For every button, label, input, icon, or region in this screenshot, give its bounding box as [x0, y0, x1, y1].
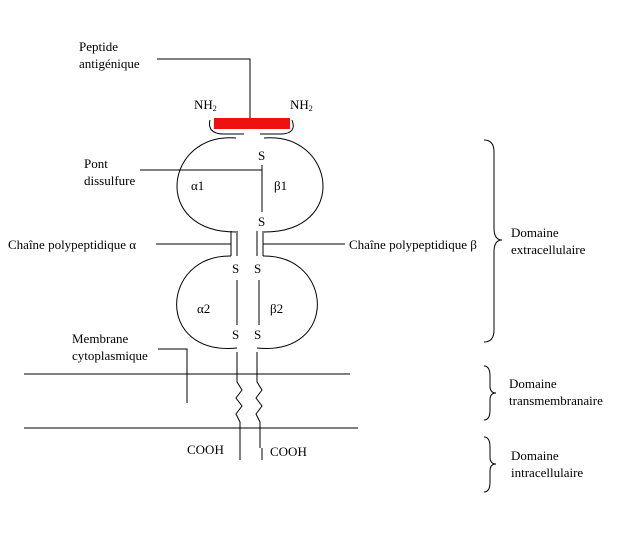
intracellular-label-line2: intracellulaire [511, 465, 583, 480]
cooh-alpha-label: COOH [187, 442, 224, 457]
pont-label-line1: Pont [84, 156, 108, 171]
disulfide-s-upper-bottom: S [258, 214, 265, 229]
beta1-label: β1 [274, 178, 287, 193]
membrane-label-line1: Membrane [72, 331, 129, 346]
alpha1-label: α1 [191, 178, 204, 193]
nh2-left-bracket [209, 119, 244, 135]
alpha1-domain-outline [176, 137, 237, 233]
intracellular-brace [483, 436, 497, 493]
transmembrane-brace [483, 365, 497, 421]
antigenic-peptide-bar [214, 118, 290, 129]
disulfide-s-beta-bottom: S [254, 327, 261, 342]
extracellular-brace [483, 139, 503, 343]
membrane-leader-line [158, 348, 188, 403]
beta1-domain-outline [263, 137, 324, 233]
disulfide-s-alpha-top: S [232, 261, 239, 276]
membrane-label-line2: cytoplasmique [72, 348, 148, 363]
disulfide-s-beta-top: S [254, 261, 261, 276]
chain-alpha-label: Chaîne polypeptidique α [8, 237, 136, 252]
nh2-right-label: NH2 [290, 97, 313, 113]
cooh-beta-label: COOH [270, 444, 307, 459]
nh2-left-label: NH2 [194, 97, 217, 113]
beta-chain-transmembrane [255, 352, 263, 448]
beta2-label: β2 [270, 301, 283, 316]
peptide-label-line1: Peptide [79, 39, 118, 54]
peptide-label-line2: antigénique [79, 56, 140, 71]
nh2-right-bracket [260, 119, 294, 135]
extracellular-label-line2: extracellulaire [511, 242, 586, 257]
transmembrane-label-line2: transmembranaire [509, 393, 603, 408]
alpha2-label: α2 [197, 301, 210, 316]
chain-beta-label: Chaîne polypeptidique β [349, 237, 477, 252]
disulfide-s-alpha-bottom: S [232, 327, 239, 342]
alpha2-domain-outline [176, 255, 238, 349]
intracellular-label-line1: Domaine [511, 448, 559, 463]
beta2-domain-outline [256, 255, 318, 349]
disulfide-s-upper-top: S [258, 148, 265, 163]
transmembrane-label-line1: Domaine [509, 376, 557, 391]
extracellular-label-line1: Domaine [511, 225, 559, 240]
pont-label-line2: dissulfure [84, 173, 136, 188]
peptide-leader-line [157, 58, 251, 118]
alpha-chain-transmembrane [235, 352, 243, 448]
